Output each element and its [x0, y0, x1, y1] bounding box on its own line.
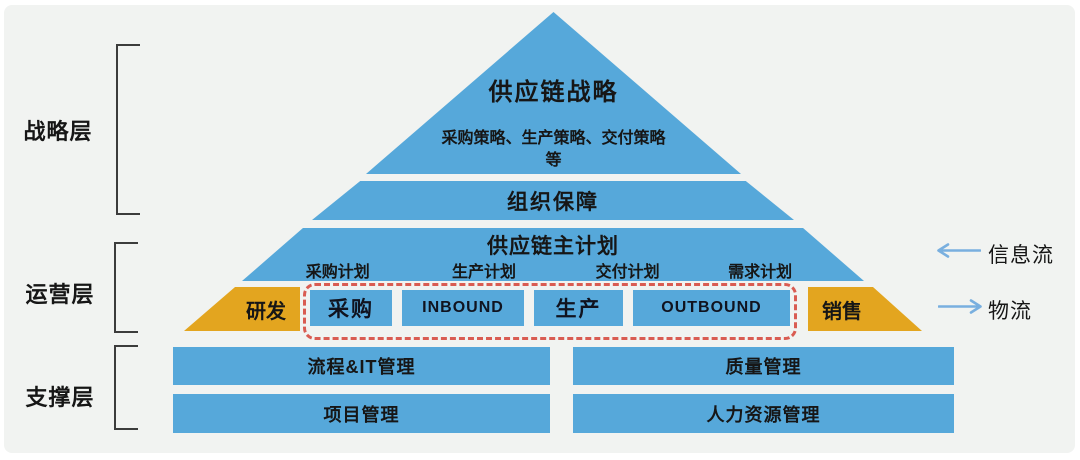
process-box-inbound: INBOUND: [402, 290, 524, 326]
band-master-plan: 供应链主计划 采购计划 生产计划 交付计划 需求计划: [242, 228, 864, 281]
apex-subtitle-etc: 等: [545, 152, 562, 169]
strategy-layer-bracket: [116, 44, 140, 215]
right-arrow-icon: [937, 298, 984, 320]
core-process-dashed-outline: [303, 283, 797, 340]
layer-label-support: 支撑层: [25, 385, 95, 410]
operations-layer-bracket: [114, 242, 138, 333]
master-plan-title: 供应链主计划: [487, 235, 619, 258]
support-box-quality: 质量管理: [573, 347, 954, 385]
support-layer-bracket: [114, 345, 138, 430]
plan-label-delivery: 交付计划: [595, 264, 660, 281]
process-box-production: 生产: [534, 290, 623, 326]
support-box-project: 项目管理: [173, 394, 550, 433]
plan-label-procurement: 采购计划: [305, 264, 370, 281]
legend-material-flow: 物流: [988, 300, 1032, 323]
layer-label-strategy: 战略层: [23, 119, 93, 144]
apex-subtitle: 采购策略、生产策略、交付策略: [441, 130, 666, 147]
legend-info-flow: 信息流: [988, 244, 1054, 267]
process-box-procurement: 采购: [310, 290, 392, 326]
plan-label-production: 生产计划: [451, 264, 516, 281]
band-organization: 组织保障: [312, 181, 794, 220]
support-box-process-it: 流程&IT管理: [173, 347, 550, 385]
support-box-hr: 人力资源管理: [573, 394, 954, 433]
left-arrow-icon: [935, 242, 982, 264]
plan-label-demand: 需求计划: [728, 264, 793, 281]
process-box-outbound: OUTBOUND: [633, 290, 790, 326]
layer-label-operations: 运营层: [25, 282, 95, 307]
apex-title: 供应链战略: [488, 79, 619, 106]
